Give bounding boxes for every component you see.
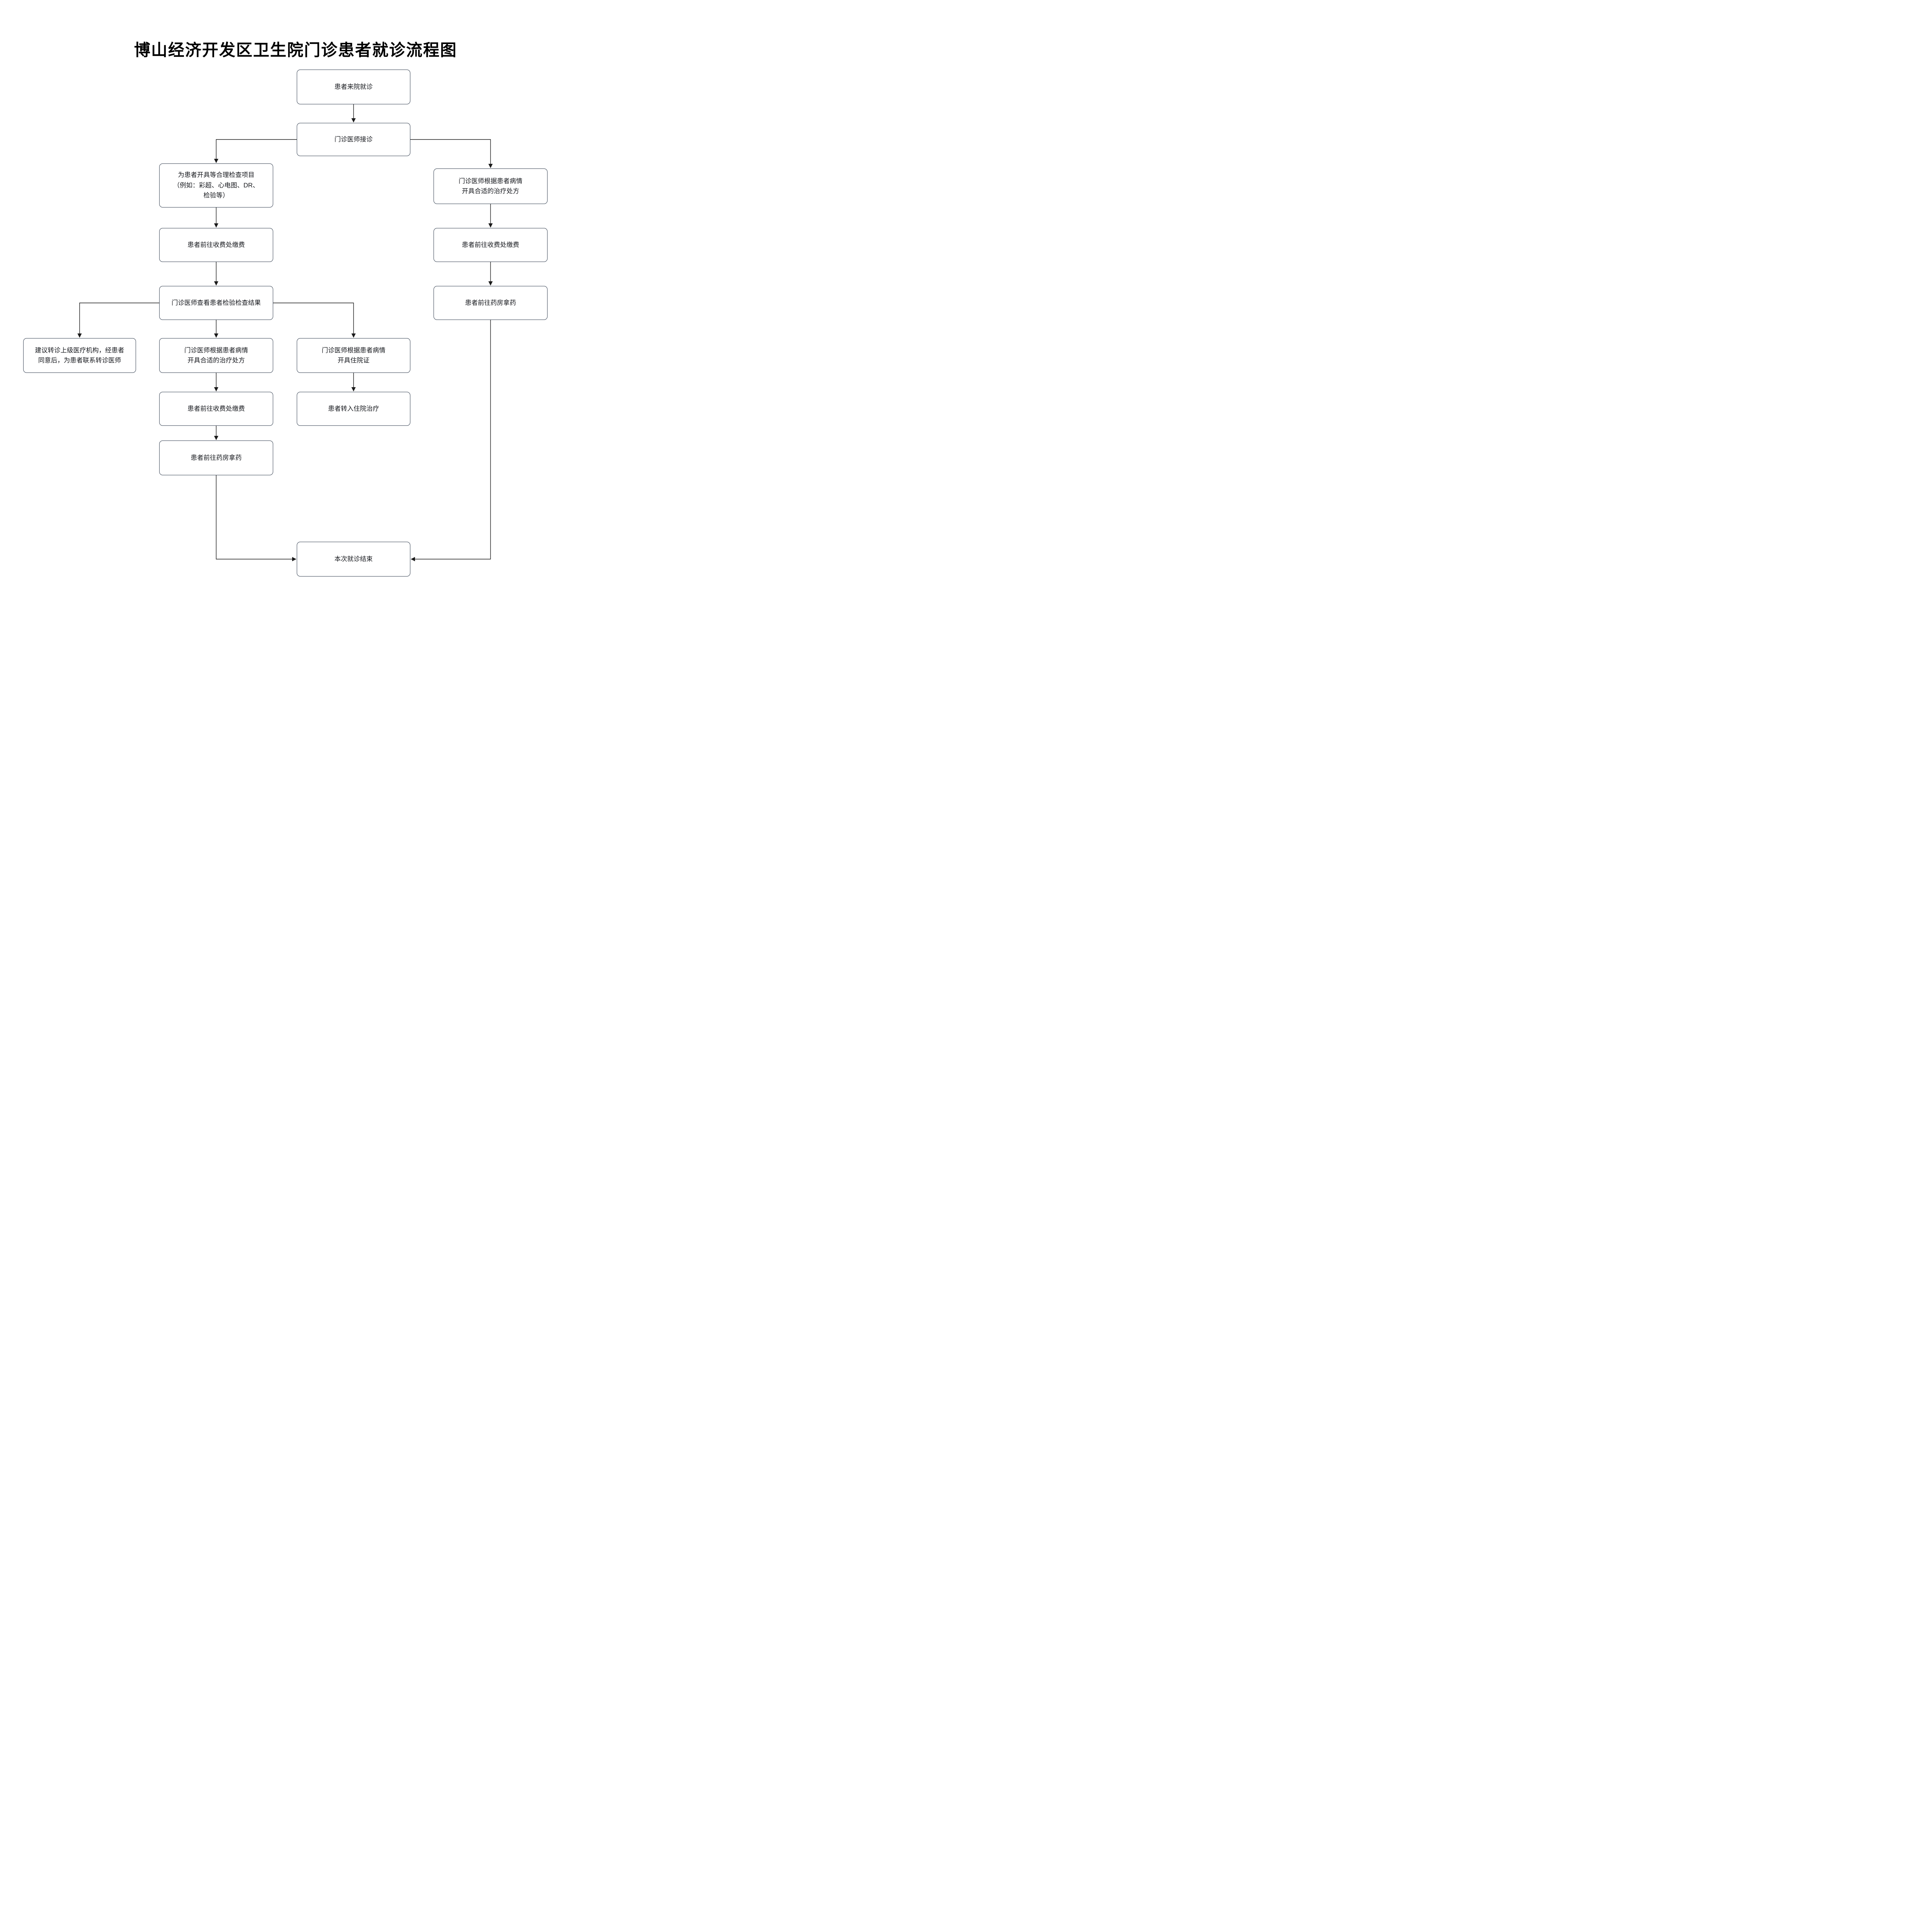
flow-node-pharmacy-right-label: 患者前往药房拿药 — [465, 299, 516, 306]
flowchart-connectors — [77, 104, 493, 561]
flow-node-arrival-label: 患者来院就诊 — [334, 83, 373, 90]
flowchart-canvas: 博山经济开发区卫生院门诊患者就诊流程图 患者来院就诊 — [0, 0, 591, 622]
connector-pharmacy-right-to-end — [410, 320, 491, 561]
flow-node-pharmacy-mid-label: 患者前往药房拿药 — [190, 454, 242, 461]
flow-node-rx-right: 门诊医师根据患者病情 开具合适的治疗处方 — [434, 168, 548, 204]
flow-node-pharmacy-mid: 患者前往药房拿药 — [159, 440, 273, 475]
connector-pharmacy-mid-to-end — [216, 475, 297, 561]
flow-node-rx-mid-label: 门诊医师根据患者病情 开具合适的治疗处方 — [184, 347, 248, 364]
flow-node-pharmacy-right: 患者前往药房拿药 — [434, 286, 548, 320]
flow-node-reception: 门诊医师接诊 — [297, 123, 410, 156]
flow-node-hosp-cert-label: 门诊医师根据患者病情 开具住院证 — [321, 347, 386, 364]
flow-node-pay-left-label: 患者前往收费处缴费 — [187, 241, 245, 248]
flow-node-pay-right: 患者前往收费处缴费 — [434, 228, 548, 262]
flow-node-pay-mid-label: 患者前往收费处缴费 — [187, 405, 245, 412]
flow-node-arrival: 患者来院就诊 — [297, 70, 410, 104]
connector-reception-to-order-exams — [214, 139, 297, 163]
flow-node-order-exams: 为患者开具等合理检查项目 （例如：彩超、心电图、DR、 检验等） — [159, 163, 273, 207]
flow-node-rx-right-label: 门诊医师根据患者病情 开具合适的治疗处方 — [459, 177, 522, 195]
flow-node-review-results: 门诊医师查看患者检验检查结果 — [159, 286, 273, 320]
flow-node-pay-mid: 患者前往收费处缴费 — [159, 392, 273, 426]
connector-review-to-hosp-cert — [273, 303, 356, 338]
connector-reception-to-rx-right — [410, 139, 493, 168]
flow-node-referral-label: 建议转诊上级医疗机构，经患者 同意后，为患者联系转诊医师 — [35, 347, 124, 364]
flow-node-hosp-cert: 门诊医师根据患者病情 开具住院证 — [297, 338, 410, 373]
flow-node-pay-right-label: 患者前往收费处缴费 — [462, 241, 519, 248]
page-title: 博山经济开发区卫生院门诊患者就诊流程图 — [134, 42, 457, 60]
flow-node-end-label: 本次就诊结束 — [334, 555, 373, 563]
flow-node-inpatient-label: 患者转入住院治疗 — [328, 405, 379, 412]
flow-node-pay-left: 患者前往收费处缴费 — [159, 228, 273, 262]
flow-node-rx-mid: 门诊医师根据患者病情 开具合适的治疗处方 — [159, 338, 273, 373]
flow-node-end: 本次就诊结束 — [297, 542, 410, 577]
flow-node-inpatient: 患者转入住院治疗 — [297, 392, 410, 426]
connector-review-to-referral — [77, 303, 159, 338]
flow-node-order-exams-label: 为患者开具等合理检查项目 （例如：彩超、心电图、DR、 检验等） — [173, 172, 259, 199]
flow-node-reception-label: 门诊医师接诊 — [334, 136, 373, 143]
flow-node-referral: 建议转诊上级医疗机构，经患者 同意后，为患者联系转诊医师 — [23, 338, 136, 373]
flow-node-review-results-label: 门诊医师查看患者检验检查结果 — [172, 299, 261, 306]
